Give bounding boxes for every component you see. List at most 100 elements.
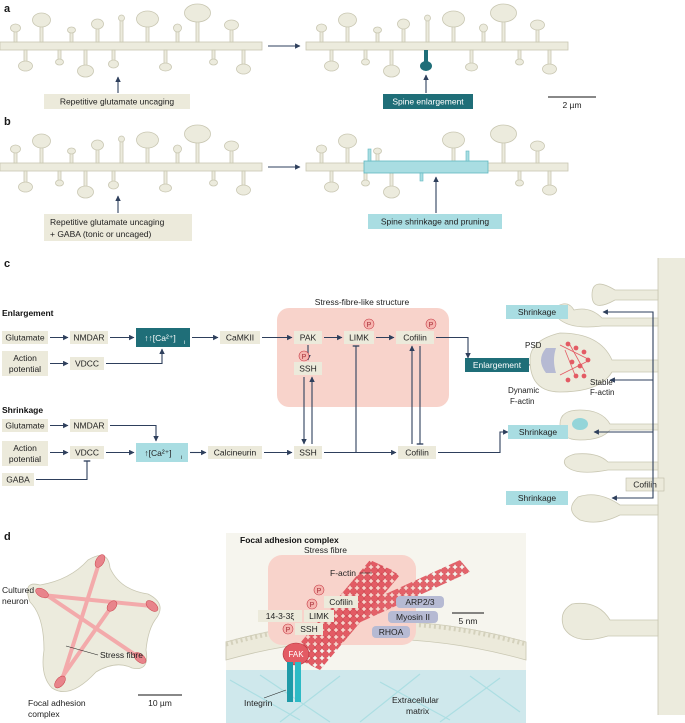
shrinking-spine-glow: [572, 418, 588, 430]
node-ca-high: [136, 328, 190, 347]
phospho-d-limk-label: P: [310, 602, 315, 609]
integrin-rod-1: [287, 662, 293, 702]
node-vdcc-2: [70, 446, 104, 459]
node-gaba-label: GABA: [6, 475, 30, 485]
ecm-label-2: matrix: [406, 706, 430, 716]
node-cofilin-2: [398, 446, 436, 459]
cultured-neuron-2: neuron: [2, 596, 29, 606]
phospho-d-cofilin-label: P: [317, 588, 322, 595]
node-pak: [294, 331, 322, 344]
node-shrinkage-1-label: Shrinkage: [518, 307, 557, 317]
dendrite-a-left: [0, 3, 263, 78]
label-b-stimulus-2: + GABA (tonic or uncaged): [50, 229, 152, 239]
phospho-d-cofilin: [313, 584, 325, 596]
node-nmdar-1: [70, 331, 108, 344]
node-d-rhoa-label: RHOA: [379, 627, 404, 637]
scale-bar-d-right-label: 5 nm: [459, 616, 478, 626]
dendrite-a-right: [305, 3, 569, 78]
shrinkage-title: Shrinkage: [2, 405, 43, 415]
node-ca-low-sub: i: [181, 455, 182, 461]
node-shrinkage-2: [508, 425, 568, 439]
node-glutamate-1-label: Glutamate: [5, 333, 44, 343]
node-shrinkage-3: [506, 491, 568, 505]
psd-label: PSD: [525, 341, 542, 350]
focal-adhesions: [35, 554, 159, 689]
phospho-cofilin: [425, 318, 437, 330]
node-ca-high-sub: i: [184, 340, 185, 346]
node-d-arp-label: ARP2/3: [405, 597, 435, 607]
node-vdcc-1: [70, 357, 104, 370]
node-glutamate-2-label: Glutamate: [5, 421, 44, 431]
stress-fibre-leader: [65, 645, 99, 656]
node-ssh-2: [294, 446, 322, 459]
node-calcineurin: [208, 446, 262, 459]
node-ca-low-label: ↑[Ca²⁺]: [144, 448, 171, 458]
focal-adhesion-2: complex: [28, 709, 60, 719]
node-cofilin-1: [396, 331, 434, 344]
node-camkii: [220, 331, 260, 344]
node-d-1433: [258, 610, 302, 622]
dynamic-factin-2: F-actin: [510, 397, 534, 406]
focal-adhesion-1: Focal adhesion: [28, 698, 86, 708]
cultured-neuron-1: Cultured: [2, 585, 34, 595]
actin-filament: [290, 560, 470, 670]
node-pak-label: PAK: [300, 333, 317, 343]
node-shrinkage-2-label: Shrinkage: [519, 427, 558, 437]
box-b-result: [368, 214, 502, 229]
phospho-d-ssh-label: P: [286, 627, 291, 634]
node-d-myosin-label: Myosin II: [396, 612, 430, 622]
node-glutamate-2: [2, 419, 48, 432]
phospho-cofilin-label: P: [429, 322, 434, 329]
stable-factin-2: F-actin: [590, 388, 614, 397]
node-cofilin-1-label: Cofilin: [403, 333, 427, 343]
integrin-label: Integrin: [244, 698, 273, 708]
ecm-area: [226, 670, 526, 723]
node-shrinkage-3-label: Shrinkage: [518, 493, 557, 503]
stable-factin-cluster: [559, 341, 591, 383]
node-limk-label: LIMK: [349, 333, 369, 343]
node-action-potential-2: [2, 441, 48, 466]
label-a-stimulus: Repetitive glutamate uncaging: [60, 97, 175, 107]
node-d-ssh: [295, 623, 323, 635]
label-a-result: Spine enlargement: [392, 97, 464, 107]
node-enlargement: [465, 358, 529, 372]
scale-bar-d-left-label: 10 µm: [148, 698, 172, 708]
dynamic-factin-1: Dynamic: [508, 386, 539, 395]
node-nmdar-2-label: NMDAR: [73, 421, 104, 431]
panel-b-label: b: [4, 116, 11, 128]
stable-factin-1: Stable: [590, 378, 613, 387]
node-d-limk: [304, 610, 334, 622]
psd-shape: [541, 348, 556, 373]
box-a-result: [383, 94, 473, 109]
inhibit-gaba-vdcc: [36, 460, 91, 481]
node-ap-2-line1: Action: [13, 443, 37, 453]
panel-c-label: c: [4, 258, 10, 270]
node-cofilin-right-label: Cofilin: [633, 480, 657, 490]
node-d-cofilin: [324, 596, 358, 608]
node-ap-1-line2: potential: [9, 364, 41, 374]
scale-bar-a-label: 2 µm: [562, 100, 581, 110]
box-b-stimulus: [44, 214, 192, 241]
enlarged-spine: [420, 50, 432, 71]
phospho-d-limk: [306, 598, 318, 610]
node-ap-1-line1: Action: [13, 353, 37, 363]
integrin-rod-2: [295, 662, 301, 702]
phospho-d-ssh: [282, 623, 294, 635]
phospho-limk-label: P: [367, 322, 372, 329]
node-d-cofilin-label: Cofilin: [329, 597, 353, 607]
panel-a-label: a: [4, 3, 11, 15]
node-d-myosin: [388, 611, 438, 623]
node-glutamate-1: [2, 331, 48, 344]
node-camkii-label: CaMKII: [226, 333, 254, 343]
node-gaba: [2, 473, 34, 486]
arrow-cofilin-shrinkage: [438, 429, 509, 454]
node-d-1433-label: 14-3-3ξ: [266, 611, 295, 621]
factin-label: F-actin: [330, 568, 356, 578]
node-cofilin-2-label: Cofilin: [405, 448, 429, 458]
node-ssh-1: [294, 362, 322, 375]
arrow-nmdar-ca-2: [110, 424, 159, 442]
node-d-limk-label: LIMK: [309, 611, 329, 621]
node-nmdar-1-label: NMDAR: [73, 333, 104, 343]
phospho-limk: [363, 318, 375, 330]
